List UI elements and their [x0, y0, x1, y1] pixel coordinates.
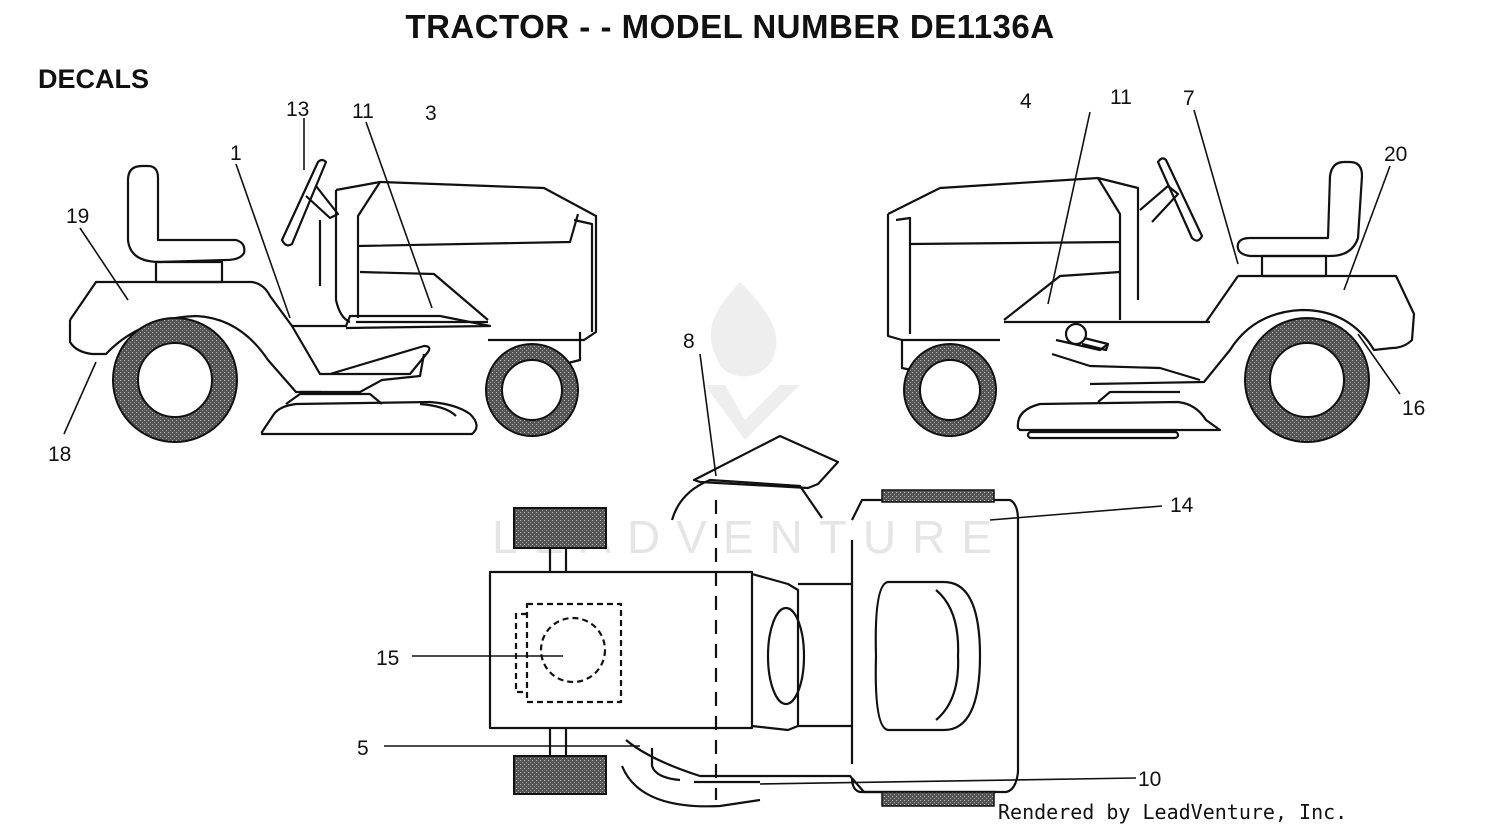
callout-1: 1	[230, 142, 242, 165]
callout-leader-lines	[63, 109, 1401, 785]
callout-18: 18	[48, 443, 71, 466]
left-side-view-wheels	[112, 317, 579, 443]
callout-13: 13	[286, 98, 309, 121]
left-side-view-tractor	[68, 158, 598, 436]
callout-11-left: 11	[352, 100, 374, 123]
callout-10: 10	[1138, 768, 1161, 791]
section-title: DECALS	[38, 64, 150, 94]
callout-5: 5	[357, 737, 369, 760]
callout-19: 19	[66, 205, 89, 228]
page-title: TRACTOR - - MODEL NUMBER DE1136A	[405, 8, 1055, 45]
callout-16: 16	[1402, 397, 1425, 420]
callout-20: 20	[1384, 143, 1407, 166]
callout-numbers: 1 3 4 5 7 8 10 11 11 13 14 15 16 18 19 2…	[48, 86, 1425, 791]
callout-7: 7	[1183, 87, 1195, 110]
callout-4: 4	[1020, 90, 1032, 113]
right-side-view-wheels	[903, 317, 1370, 443]
callout-8: 8	[683, 330, 695, 353]
top-view-tires	[513, 489, 995, 807]
callout-14: 14	[1170, 494, 1194, 517]
callout-15: 15	[376, 647, 399, 670]
callout-3: 3	[425, 102, 437, 125]
footer-credit: Rendered by LeadVenture, Inc.	[998, 800, 1348, 824]
callout-11-right: 11	[1110, 86, 1132, 109]
